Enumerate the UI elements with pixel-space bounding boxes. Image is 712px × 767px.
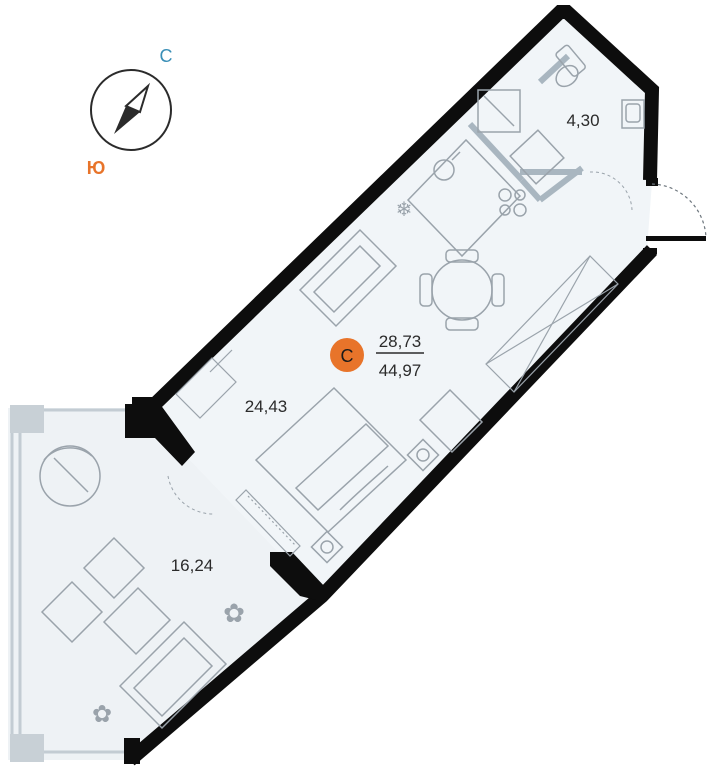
- plant-icon: ✿: [223, 598, 245, 628]
- wall-column-top: [125, 404, 195, 466]
- terrace-area-label: 16,24: [171, 556, 214, 575]
- shoe-cabinet-icon: [175, 349, 237, 419]
- entry-door-swing: [651, 183, 707, 239]
- desk-icon: [418, 388, 484, 454]
- compass-south-label: Ю: [87, 158, 106, 178]
- fridge-snowflake-icon: ❄: [396, 199, 413, 221]
- outdoor-sofa-icon: [118, 620, 228, 730]
- apartment-type-badge-letter: С: [341, 346, 354, 366]
- compass-north-label: С: [160, 46, 173, 66]
- stove-icon: [498, 188, 527, 217]
- sink-icon: [621, 99, 645, 129]
- living-area-value: 28,73: [379, 332, 422, 351]
- dining-table-icon: [419, 249, 505, 331]
- total-area-value: 44,97: [379, 361, 422, 380]
- bed-icon: [254, 386, 408, 534]
- coffee-table-icon: [102, 586, 172, 656]
- shower-icon: [477, 89, 521, 133]
- plant-icon: ✿: [92, 701, 112, 728]
- wall-column-partition: [270, 552, 326, 600]
- compass: С Ю: [87, 46, 173, 178]
- wardrobe-icon: [485, 255, 619, 393]
- main-room-area-label: 24,43: [245, 397, 288, 416]
- lounge-chair-icon: [40, 536, 146, 644]
- compass-ring: [90, 69, 172, 151]
- terrace-post-bottom: [10, 734, 44, 762]
- nightstand-icon: [310, 438, 440, 564]
- bathroom-door-swing: [589, 171, 633, 211]
- wall-column-bottom: [124, 738, 140, 764]
- terrace-floor: [8, 408, 322, 760]
- compass-needle-south: [114, 106, 140, 134]
- entry-door-jamb-top: [646, 178, 658, 186]
- terrace-door-swing: [167, 475, 215, 515]
- terrace-post-top: [10, 405, 44, 433]
- interior-floor: [160, 14, 655, 594]
- toilet-icon: [555, 44, 586, 88]
- apartment-area-label: С 28,73 44,97: [330, 332, 424, 380]
- bathroom-area-label: 4,30: [566, 111, 599, 130]
- washing-machine-icon: [509, 129, 565, 185]
- kitchen-sink-icon: [433, 151, 461, 181]
- entry-door-jamb-bottom: [646, 236, 706, 241]
- bathroom-partitions: [467, 53, 584, 203]
- apartment-type-badge: [330, 338, 364, 372]
- sofa-icon: [298, 228, 398, 328]
- terrace-railing: [10, 408, 128, 756]
- parasol-icon: [39, 445, 101, 507]
- coat-rack-icon: [235, 489, 301, 557]
